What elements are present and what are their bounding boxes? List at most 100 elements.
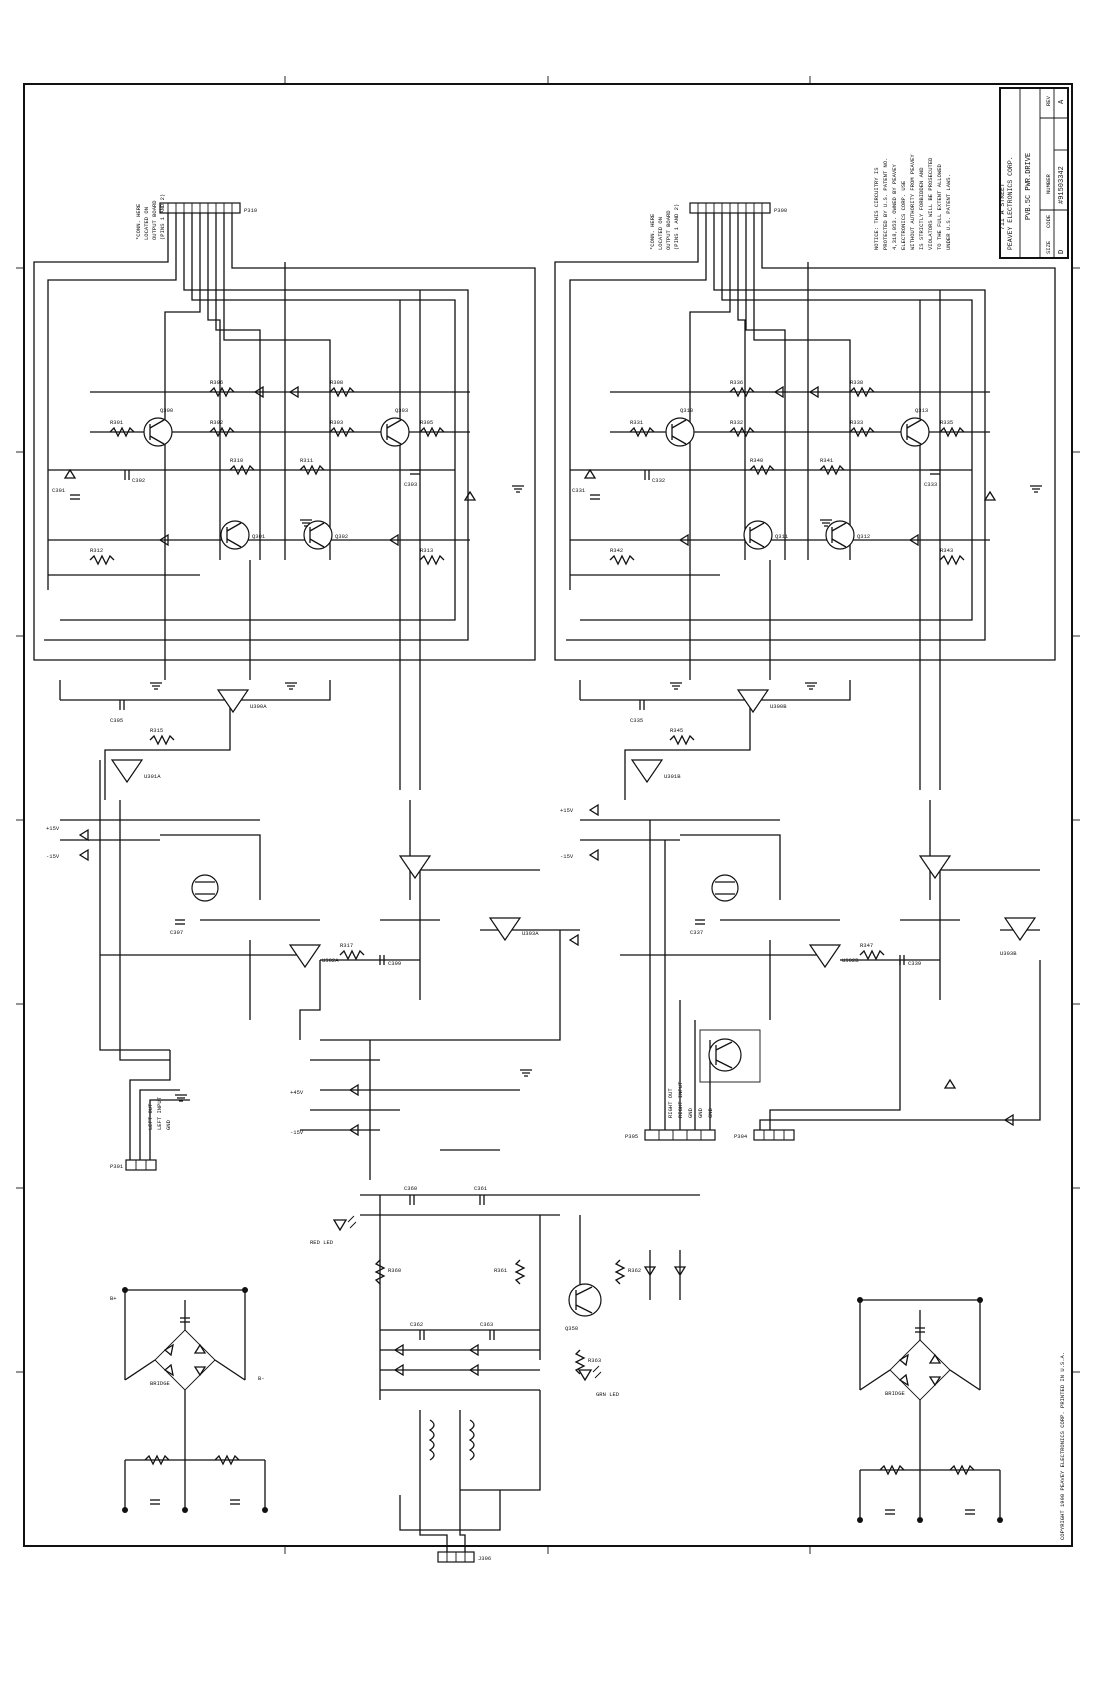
r363-label: R363 — [588, 1357, 601, 1364]
copyright-text: COPYRIGHT 1990 PEAVEY ELECTRONICS CORP. … — [1059, 1352, 1066, 1540]
r335-label: R335 — [940, 419, 953, 426]
right-transistor-q312: Q312 — [825, 520, 870, 550]
left-output-note: *CONN. HERE LOCATED ON OUTPUT BOARD (PIN… — [135, 194, 166, 240]
p301-label: P301 — [110, 1163, 124, 1170]
red-led: RED LED — [310, 1215, 357, 1246]
right-bridge-rectifier: BRIDGE — [857, 1297, 1003, 1523]
right-input-connector: P304 — [734, 1129, 795, 1141]
rev-label: REV — [1045, 95, 1052, 106]
right-limit-transistor — [699, 1029, 761, 1083]
c309-label: C309 — [388, 960, 401, 967]
left-transistor-q300: Q300 — [143, 407, 173, 447]
left-bridge-pos: B+ — [110, 1295, 117, 1302]
left-output-connector: P310 — [159, 202, 257, 214]
q311-label: Q311 — [775, 533, 789, 540]
u302b-label: U302B — [842, 957, 859, 964]
note-line: *CONN. HERE — [649, 213, 656, 250]
right-output-ref: P300 — [774, 207, 787, 214]
zone-ticks — [16, 76, 1080, 1554]
pin-label: RIGHT INPUT — [677, 1081, 684, 1118]
right-channel-wiring — [554, 213, 1056, 790]
c363-label: C363 — [480, 1321, 493, 1328]
q303-label: Q303 — [395, 407, 408, 414]
title-company: PEAVEY ELECTRONICS CORP. — [1007, 156, 1014, 250]
r306-label: R306 — [210, 379, 223, 386]
u303b-label: U303B — [1000, 950, 1017, 957]
ground-symbols — [150, 485, 1042, 1102]
left-output-ref: P310 — [244, 207, 257, 214]
r308-label: R308 — [330, 379, 343, 386]
left-opamp-u303a: U303A — [488, 917, 539, 942]
r303-label: R303 — [330, 419, 343, 426]
r345-label: R345 — [670, 727, 683, 734]
r310-label: R310 — [230, 457, 243, 464]
c339-label: C339 — [908, 960, 921, 967]
r362-label: R362 — [628, 1267, 641, 1274]
right-neg-rail: -15V — [560, 853, 574, 860]
q300-label: Q300 — [160, 407, 173, 414]
left-input-connector: P301 — [110, 1050, 190, 1171]
r332-label: R332 — [730, 419, 743, 426]
c361-label: C361 — [474, 1185, 488, 1192]
r301-label: R301 — [110, 419, 124, 426]
right-opamp-u303b: U303B — [1000, 917, 1037, 957]
left-preamp-parts: R315 R317 C305 C307 C309 +15V -15V — [46, 700, 579, 967]
notice-line: WITHOUT AUTHORITY FROM PEAVEY — [909, 154, 916, 250]
code-label: CODE — [1045, 214, 1052, 228]
r331-label: R331 — [630, 419, 644, 426]
left-fet — [191, 874, 219, 902]
inductor-coils — [428, 1419, 475, 1461]
r360-label: R360 — [388, 1267, 401, 1274]
q301-label: Q301 — [252, 533, 266, 540]
drawing-frame — [23, 83, 1073, 1547]
note-line: LOCATED ON — [143, 207, 150, 240]
note-line: OUTPUT BOARD — [151, 200, 158, 240]
center-input-connector: P305 — [625, 1129, 716, 1141]
u303a-label: U303A — [522, 930, 539, 937]
number-label: NUMBER — [1045, 173, 1052, 194]
left-transistor-q302: Q302 — [303, 520, 348, 550]
note-line: *CONN. HERE — [135, 203, 142, 240]
left-pos-rail: +15V — [46, 825, 60, 832]
pin-label: GND — [697, 1107, 704, 1118]
c332-label: C332 — [652, 477, 665, 484]
pin-label: LEFT OUT — [147, 1103, 154, 1130]
q350-label: Q350 — [565, 1325, 578, 1332]
note-line: OUTPUT BOARD — [665, 210, 672, 250]
notice-line: TO THE FULL EXTENT ALLOWED — [936, 163, 943, 250]
right-opamp-u302b: U302B — [808, 944, 859, 969]
green-led-label: GRN LED — [596, 1391, 620, 1398]
right-output-connector: P300 — [689, 202, 787, 214]
notice-line: UNDER U.S. PATENT LAWS. — [945, 174, 952, 250]
pin-label: RIGHT OUT — [667, 1088, 674, 1118]
pin-label: GND — [707, 1107, 714, 1118]
notice-line: PROTECTED BY U.S. PATENT NO. — [882, 158, 889, 250]
note-line: (PINS 1 AND 2) — [159, 194, 166, 240]
notice-line: IS STRICTLY FORBIDDEN AND — [918, 167, 925, 250]
u300b-label: U300B — [770, 703, 787, 710]
c331-label: C331 — [572, 487, 586, 494]
c337-label: C337 — [690, 929, 703, 936]
left-opamp-u300a: U300A — [216, 689, 267, 714]
right-preamp-parts: R345 R347 C335 C337 C339 +15V -15V — [560, 700, 1014, 1127]
right-fet — [711, 874, 739, 902]
right-opamp-u301b: U301B — [630, 759, 681, 784]
center-supply-wiring — [300, 1040, 700, 1531]
r340-label: R340 — [750, 457, 763, 464]
size-value: D — [1058, 250, 1066, 254]
c360-label: C360 — [404, 1185, 417, 1192]
left-bridge-neg: B- — [258, 1375, 265, 1382]
right-output-note: *CONN. HERE LOCATED ON OUTPUT BOARD (PIN… — [649, 204, 680, 250]
r338-label: R338 — [850, 379, 863, 386]
regulator-transistor-q350: Q350 — [565, 1283, 602, 1332]
right-buffer-triangle — [918, 855, 952, 880]
left-buffer-triangle — [398, 855, 432, 880]
q313-label: Q313 — [915, 407, 928, 414]
green-led: GRN LED — [577, 1365, 620, 1398]
left-channel-wiring — [33, 213, 536, 790]
c335-label: C335 — [630, 717, 643, 724]
r312-label: R312 — [90, 547, 103, 554]
right-pos-rail: +15V — [560, 807, 574, 814]
patent-notice: NOTICE: THIS CIRCUITRY IS PROTECTED BY U… — [873, 154, 952, 250]
